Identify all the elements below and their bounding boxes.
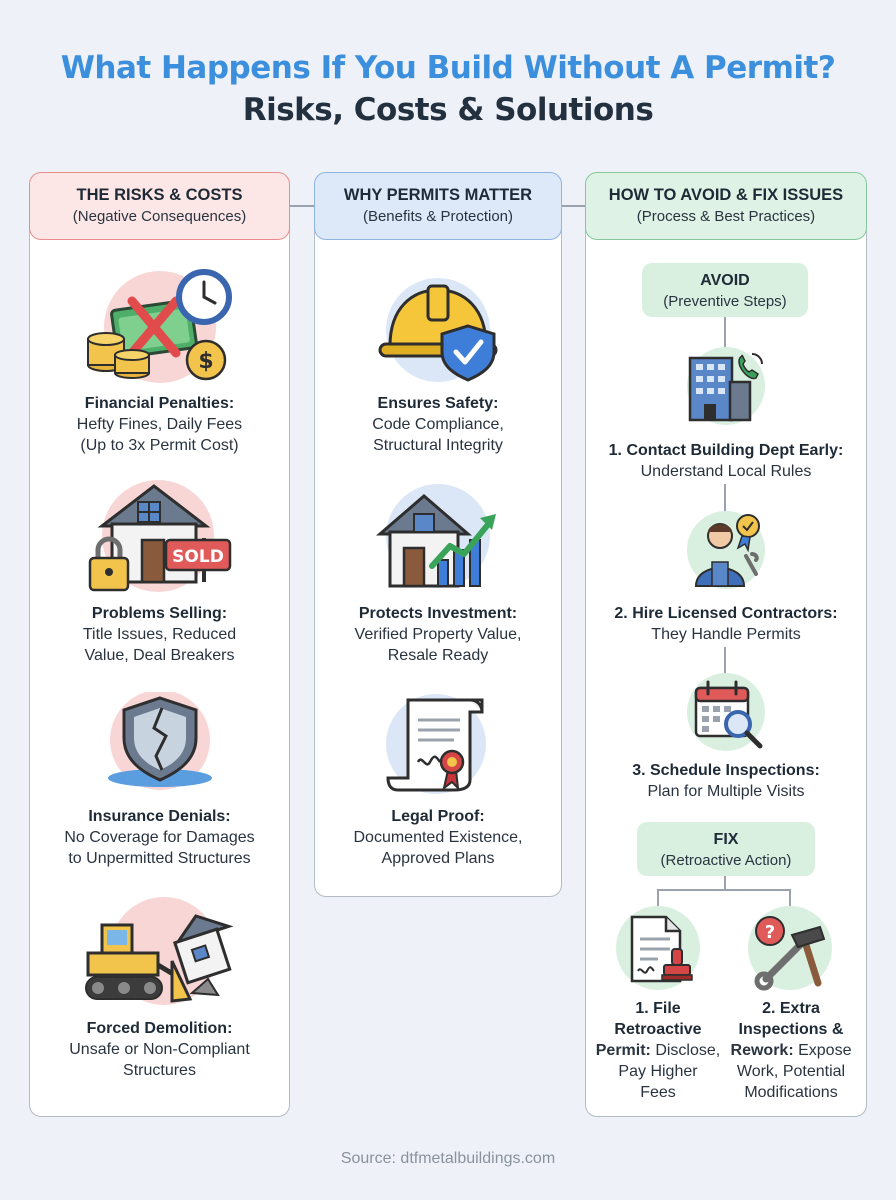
flow-connector [724, 647, 726, 675]
item-desc-line: Structural Integrity [373, 437, 503, 454]
risks-subheading: (Negative Consequences) [72, 208, 247, 225]
source-credit: Source: dtfmetalbuildings.com [340, 1150, 556, 1167]
item-desc-line: Structures [123, 1062, 196, 1079]
how-column-header: HOW TO AVOID & FIX ISSUES (Process & Bes… [585, 172, 867, 240]
item-label: Legal Proof: [391, 808, 485, 825]
item-label: Ensures Safety: [377, 395, 499, 412]
bulldozer-demolition-icon [80, 895, 240, 1010]
fix-subheading: (Retroactive Action) [660, 852, 792, 869]
certificate-scroll-icon [380, 690, 496, 794]
risks-heading: THE RISKS & COSTS [76, 186, 243, 204]
why-heading: WHY PERMITS MATTER [343, 186, 533, 204]
step-label-tail: Rework: [730, 1042, 794, 1059]
title-line-1: What Happens If You Build Without A Perm… [60, 50, 836, 86]
item-desc-line: Resale Ready [387, 647, 489, 664]
header-connector [561, 205, 587, 207]
document-stamp-icon [614, 905, 702, 991]
avoid-step-schedule-inspections: 3. Schedule Inspections: Plan for Multip… [590, 760, 862, 802]
flow-connector [724, 876, 726, 890]
fix-heading: FIX [713, 831, 739, 848]
how-subheading: (Process & Best Practices) [636, 208, 816, 225]
step-desc-line: Fees [640, 1084, 676, 1101]
house-growth-chart-icon [376, 482, 500, 590]
step-desc: Understand Local Rules [640, 463, 812, 480]
item-desc-line: Documented Existence, [353, 829, 523, 846]
step-desc-tail: Disclose, [650, 1042, 721, 1059]
step-mixed-line: Rework: Expose [722, 1040, 860, 1061]
building-phone-icon [682, 346, 770, 426]
item-desc-line: Value, Deal Breakers [84, 647, 235, 664]
item-desc-line: Title Issues, Reduced [82, 626, 237, 643]
broken-shield-icon [98, 692, 222, 792]
flow-connector [724, 317, 726, 347]
item-label: Insurance Denials: [88, 808, 231, 825]
fix-phase-label: FIX (Retroactive Action) [637, 822, 815, 876]
flow-connector [724, 484, 726, 512]
item-desc-line: Verified Property Value, [354, 626, 522, 643]
risk-item-financial-penalties: Financial Penalties: Hefty Fines, Daily … [29, 393, 290, 456]
step-label-line: Inspections & [738, 1021, 844, 1038]
flow-connector [657, 889, 659, 907]
fix-step-file-retroactive-permit: 1. File Retroactive Permit: Disclose, Pa… [588, 998, 728, 1103]
money-fine-clock-icon: $ [84, 265, 234, 390]
item-label: Financial Penalties: [84, 395, 235, 412]
why-item-protects-investment: Protects Investment: Verified Property V… [314, 603, 562, 666]
item-desc-line: Code Compliance, [372, 416, 504, 433]
risk-item-problems-selling: Problems Selling: Title Issues, Reduced … [29, 603, 290, 666]
fix-step-extra-inspections: 2. Extra Inspections & Rework: Expose Wo… [722, 998, 860, 1103]
risk-item-forced-demolition: Forced Demolition: Unsafe or Non-Complia… [29, 1018, 290, 1081]
avoid-phase-label: AVOID (Preventive Steps) [642, 263, 808, 317]
avoid-heading: AVOID [700, 272, 750, 289]
tools-question-icon: ? [746, 905, 834, 991]
sold-badge-text: SOLD [172, 547, 224, 567]
item-label: Protects Investment: [358, 605, 518, 622]
house-lock-sold-icon: SOLD [84, 478, 234, 596]
flow-branch [657, 889, 791, 891]
step-label-tail: Permit: [595, 1042, 651, 1059]
how-heading: HOW TO AVOID & FIX ISSUES [608, 186, 844, 204]
risk-item-insurance-denials: Insurance Denials: No Coverage for Damag… [29, 806, 290, 869]
step-desc: Plan for Multiple Visits [647, 783, 805, 800]
item-desc-line: Approved Plans [381, 850, 495, 867]
why-subheading: (Benefits & Protection) [362, 208, 514, 225]
avoid-step-contact-dept: 1. Contact Building Dept Early: Understa… [590, 440, 862, 482]
item-desc-line: Unsafe or Non-Compliant [69, 1041, 250, 1058]
step-desc-line: Modifications [744, 1084, 838, 1101]
hardhat-shield-icon [376, 278, 500, 382]
avoid-step-hire-contractors: 2. Hire Licensed Contractors: They Handl… [590, 603, 862, 645]
item-desc-line: to Unpermitted Structures [68, 850, 251, 867]
item-desc-line: Hefty Fines, Daily Fees [76, 416, 243, 433]
risks-column-header: THE RISKS & COSTS (Negative Consequences… [29, 172, 290, 240]
item-desc-line: No Coverage for Damages [64, 829, 255, 846]
item-label: Problems Selling: [91, 605, 228, 622]
avoid-subheading: (Preventive Steps) [663, 293, 787, 310]
step-desc: They Handle Permits [651, 626, 801, 643]
step-label-line: 1. File [635, 1000, 681, 1017]
why-item-legal-proof: Legal Proof: Documented Existence, Appro… [314, 806, 562, 869]
step-desc-tail: Expose [793, 1042, 852, 1059]
step-label-line: 2. Extra [762, 1000, 820, 1017]
flow-connector [789, 889, 791, 907]
step-label: 1. Contact Building Dept Early: [608, 442, 844, 459]
step-mixed-line: Permit: Disclose, [588, 1040, 728, 1061]
step-desc-line: Work, Potential [736, 1063, 846, 1080]
step-label: 2. Hire Licensed Contractors: [614, 605, 838, 622]
calendar-search-icon [682, 672, 770, 752]
step-label-line: Retroactive [614, 1021, 702, 1038]
item-label: Forced Demolition: [86, 1020, 233, 1037]
contractor-badge-icon [682, 510, 770, 590]
why-column-header: WHY PERMITS MATTER (Benefits & Protectio… [314, 172, 562, 240]
svg-text:$: $ [198, 349, 213, 374]
why-item-ensures-safety: Ensures Safety: Code Compliance, Structu… [314, 393, 562, 456]
item-desc-line: (Up to 3x Permit Cost) [80, 437, 239, 454]
title-line-2: Risks, Costs & Solutions [242, 92, 654, 128]
svg-text:?: ? [765, 922, 775, 943]
step-label: 3. Schedule Inspections: [632, 762, 820, 779]
header-connector [290, 205, 316, 207]
step-desc-line: Pay Higher [618, 1063, 698, 1080]
